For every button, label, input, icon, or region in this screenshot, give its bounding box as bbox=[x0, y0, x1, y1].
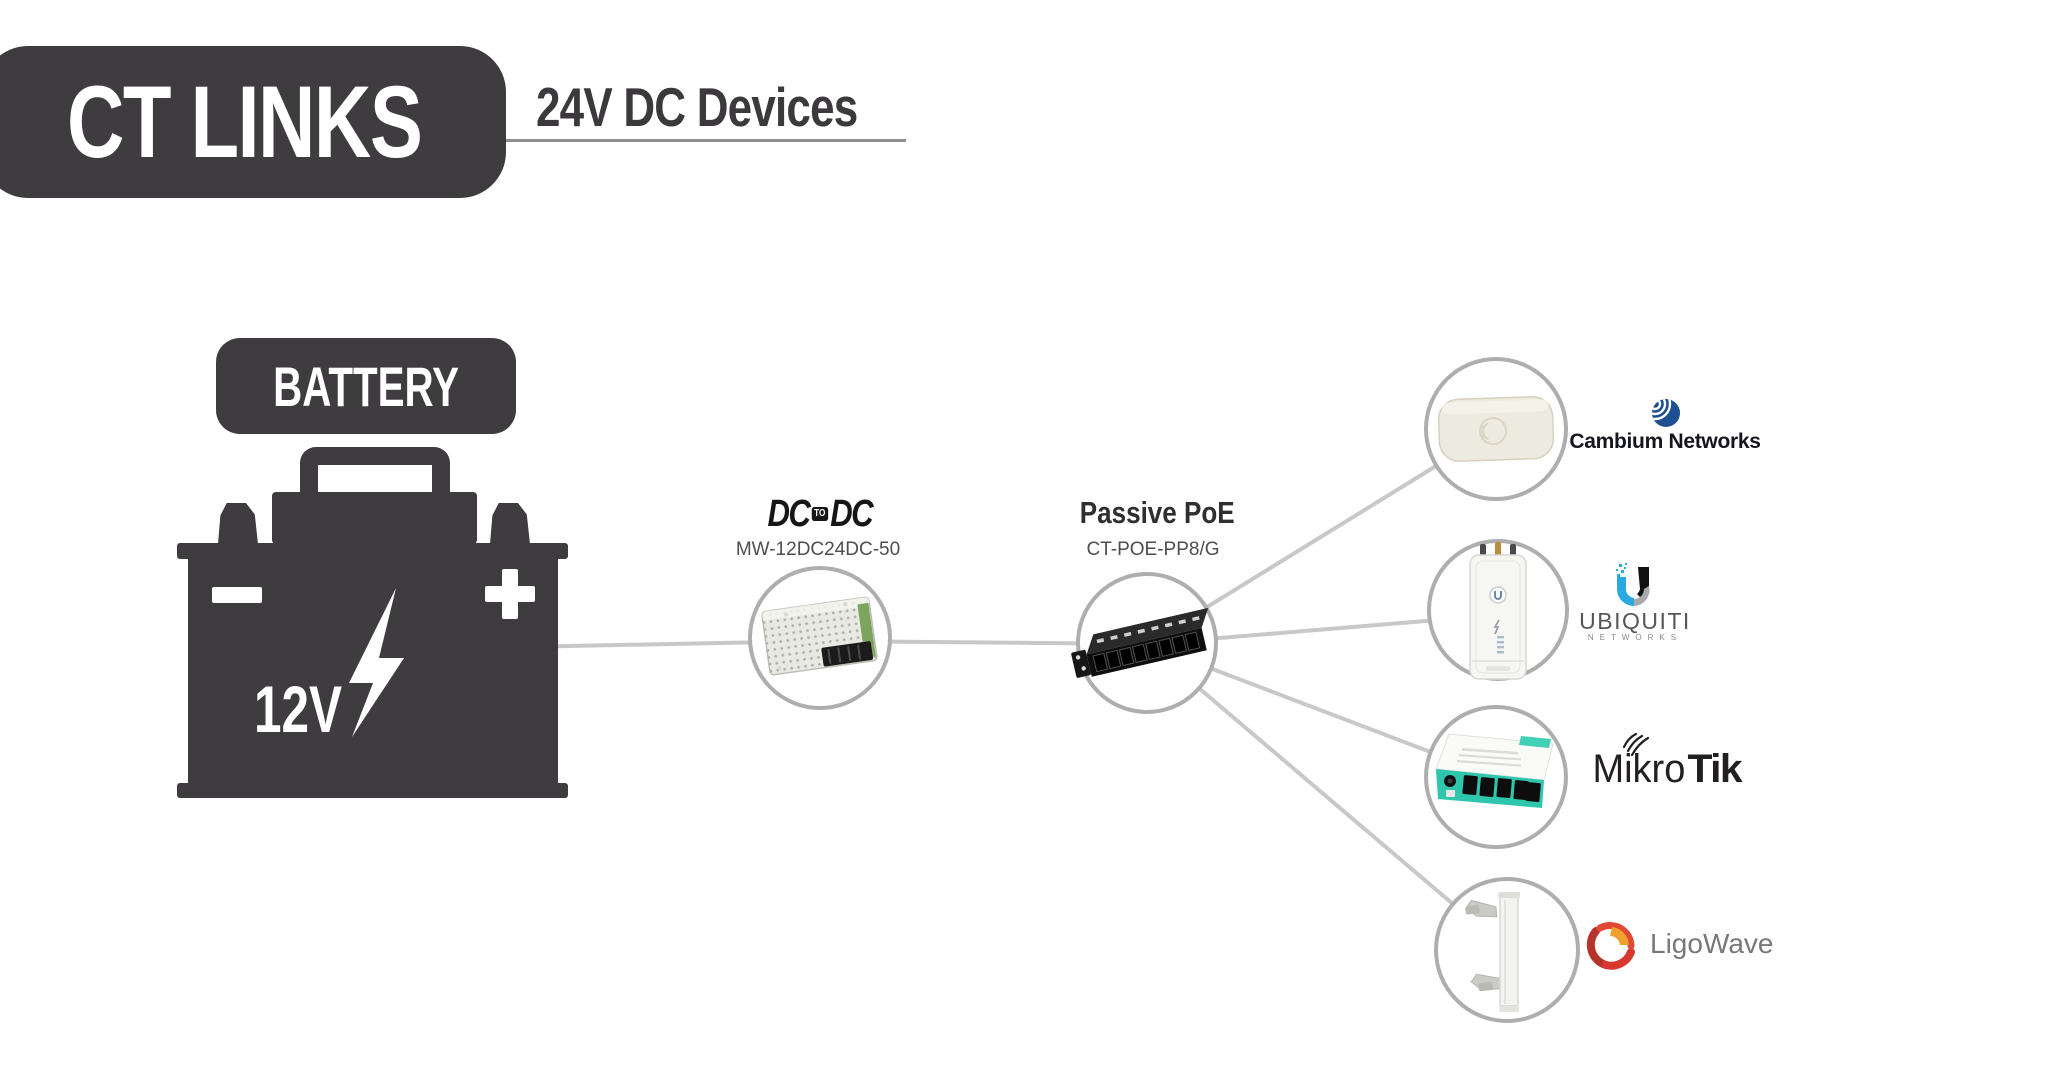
mikrotik-bold-text: Tik bbox=[1687, 746, 1742, 791]
battery-voltage: 12V bbox=[254, 672, 343, 746]
connector-lines bbox=[519, 427, 1509, 952]
battery-minus-symbol bbox=[212, 587, 262, 603]
ubiquiti-subwordmark: NETWORKS bbox=[1587, 633, 1683, 642]
battery-base bbox=[177, 783, 568, 798]
brand-title: CT LINKS bbox=[66, 64, 423, 179]
ubiquiti-device-photo bbox=[1469, 542, 1527, 680]
battery-body: 12V bbox=[188, 559, 558, 783]
ligowave-logo-icon bbox=[1586, 921, 1635, 970]
title-underline bbox=[506, 139, 906, 142]
brand-banner: CT LINKS bbox=[0, 46, 506, 198]
dc-converter-photo bbox=[761, 596, 878, 676]
lightning-bolt-icon bbox=[349, 588, 404, 737]
battery-top-block bbox=[272, 492, 477, 544]
ligowave-device-photo bbox=[1465, 892, 1520, 1012]
converter-model: MW-12DC24DC-50 bbox=[735, 539, 901, 560]
cambium-device-photo bbox=[1437, 395, 1555, 463]
dc-to-dc-logo: DC TO DC bbox=[740, 493, 900, 535]
dc-left-text: DC bbox=[767, 492, 811, 535]
page-title: 24V DC Devices bbox=[536, 76, 858, 138]
battery-label: BATTERY bbox=[273, 354, 459, 418]
mikrotik-signal-icon bbox=[1622, 732, 1650, 757]
dc-to-badge: TO bbox=[811, 507, 829, 521]
cambium-wordmark: Cambium Networks bbox=[1569, 430, 1761, 453]
ubiquiti-logo-icon bbox=[1616, 563, 1650, 606]
battery-plus-symbol-vertical bbox=[502, 569, 518, 619]
mikrotik-light-text: Mikro bbox=[1592, 746, 1686, 791]
poe-panel-photo bbox=[1071, 607, 1209, 678]
link-poe-to-ligowave bbox=[1145, 642, 1509, 952]
ligowave-wordmark: LigoWave bbox=[1650, 928, 1774, 959]
cambium-logo-icon bbox=[1652, 399, 1680, 427]
poe-title: Passive PoE bbox=[1079, 495, 1235, 530]
battery-handle-hole bbox=[318, 465, 432, 492]
mikrotik-device-photo bbox=[1435, 733, 1554, 808]
poe-model: CT-POE-PP8/G bbox=[1086, 539, 1220, 560]
ubiquiti-wordmark: UBIQUITI bbox=[1579, 608, 1691, 634]
battery-label-plate: BATTERY bbox=[216, 338, 516, 434]
dc-right-text: DC bbox=[830, 492, 874, 535]
battery-top-rail bbox=[177, 543, 568, 559]
